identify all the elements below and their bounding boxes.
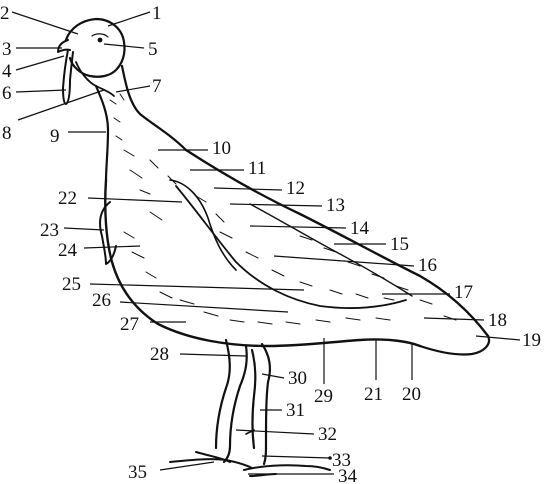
leader-25 bbox=[89, 283, 305, 291]
leader-33-dot bbox=[328, 456, 332, 460]
leader-6 bbox=[15, 89, 67, 93]
left-leg bbox=[222, 344, 248, 464]
label-2: 2 bbox=[0, 3, 10, 24]
leader-23 bbox=[63, 227, 105, 231]
breast-tuft bbox=[99, 201, 117, 265]
label-11: 11 bbox=[248, 158, 266, 179]
head-outline bbox=[64, 17, 126, 78]
wing-feather-line bbox=[249, 203, 413, 297]
label-4: 4 bbox=[2, 61, 12, 82]
beak bbox=[57, 39, 71, 53]
label-7: 7 bbox=[152, 76, 162, 97]
right-leg-back bbox=[250, 348, 257, 450]
label-5: 5 bbox=[148, 39, 158, 60]
left-leg-back bbox=[214, 338, 231, 450]
label-12: 12 bbox=[286, 178, 305, 199]
leader-33 bbox=[261, 455, 331, 459]
leader-18 bbox=[423, 317, 485, 321]
label-20: 20 bbox=[402, 384, 421, 405]
label-15: 15 bbox=[390, 234, 409, 255]
leader-2 bbox=[11, 11, 79, 35]
leader-5 bbox=[103, 43, 145, 49]
back-outline bbox=[184, 148, 490, 338]
label-34: 34 bbox=[338, 466, 358, 484]
left-foot bbox=[169, 451, 253, 469]
right-leg bbox=[260, 342, 272, 466]
label-17: 17 bbox=[454, 282, 473, 303]
leader-8 bbox=[17, 89, 105, 121]
label-24: 24 bbox=[58, 240, 78, 261]
label-30: 30 bbox=[288, 368, 307, 389]
leader-7 bbox=[115, 85, 151, 93]
label-21: 21 bbox=[364, 384, 383, 405]
label-8: 8 bbox=[2, 123, 12, 144]
label-13: 13 bbox=[326, 195, 345, 216]
leader-12 bbox=[213, 187, 283, 191]
leader-4 bbox=[15, 55, 65, 71]
label-33: 33 bbox=[332, 450, 351, 471]
belly-outline bbox=[104, 178, 422, 348]
leader-16 bbox=[273, 255, 415, 267]
label-19: 19 bbox=[522, 330, 541, 351]
leader-19 bbox=[475, 335, 521, 341]
snood bbox=[62, 49, 74, 105]
feather-texture bbox=[109, 93, 457, 325]
label-16: 16 bbox=[418, 255, 437, 276]
turkey-illustration bbox=[57, 17, 491, 477]
label-26: 26 bbox=[92, 290, 111, 311]
leader-1 bbox=[107, 11, 151, 27]
label-23: 23 bbox=[40, 220, 59, 241]
wattle bbox=[75, 61, 115, 97]
label-31: 31 bbox=[286, 400, 305, 421]
label-32: 32 bbox=[318, 424, 337, 445]
eye-ridge bbox=[91, 33, 109, 38]
label-25: 25 bbox=[62, 274, 81, 295]
leader-35 bbox=[159, 461, 215, 471]
leader-13 bbox=[229, 203, 323, 207]
leader-26 bbox=[119, 301, 289, 313]
leader-28 bbox=[179, 353, 247, 357]
label-22: 22 bbox=[58, 188, 77, 209]
label-1: 1 bbox=[152, 3, 162, 24]
label-3: 3 bbox=[2, 39, 12, 60]
leader-32 bbox=[235, 429, 315, 435]
label-6: 6 bbox=[2, 83, 12, 104]
label-10: 10 bbox=[212, 138, 231, 159]
label-35: 35 bbox=[128, 462, 147, 483]
label-28: 28 bbox=[150, 344, 169, 365]
label-14: 14 bbox=[350, 218, 370, 239]
label-29: 29 bbox=[314, 386, 333, 407]
leader-22 bbox=[87, 197, 183, 203]
label-9: 9 bbox=[50, 126, 60, 147]
label-18: 18 bbox=[488, 310, 507, 331]
leader-30 bbox=[261, 373, 285, 379]
wing-outline bbox=[175, 185, 407, 309]
tail-tip bbox=[418, 334, 491, 356]
leader-24 bbox=[83, 245, 141, 249]
leader-lines bbox=[11, 11, 521, 475]
leader-14 bbox=[249, 225, 347, 229]
part-labels: 1 2 3 4 5 6 7 8 9 10 11 12 13 14 15 16 1… bbox=[0, 3, 541, 484]
neck-front bbox=[94, 84, 110, 182]
neck-back bbox=[120, 64, 188, 152]
wing-coverts bbox=[169, 179, 237, 271]
label-27: 27 bbox=[120, 314, 139, 335]
eye bbox=[97, 37, 103, 43]
